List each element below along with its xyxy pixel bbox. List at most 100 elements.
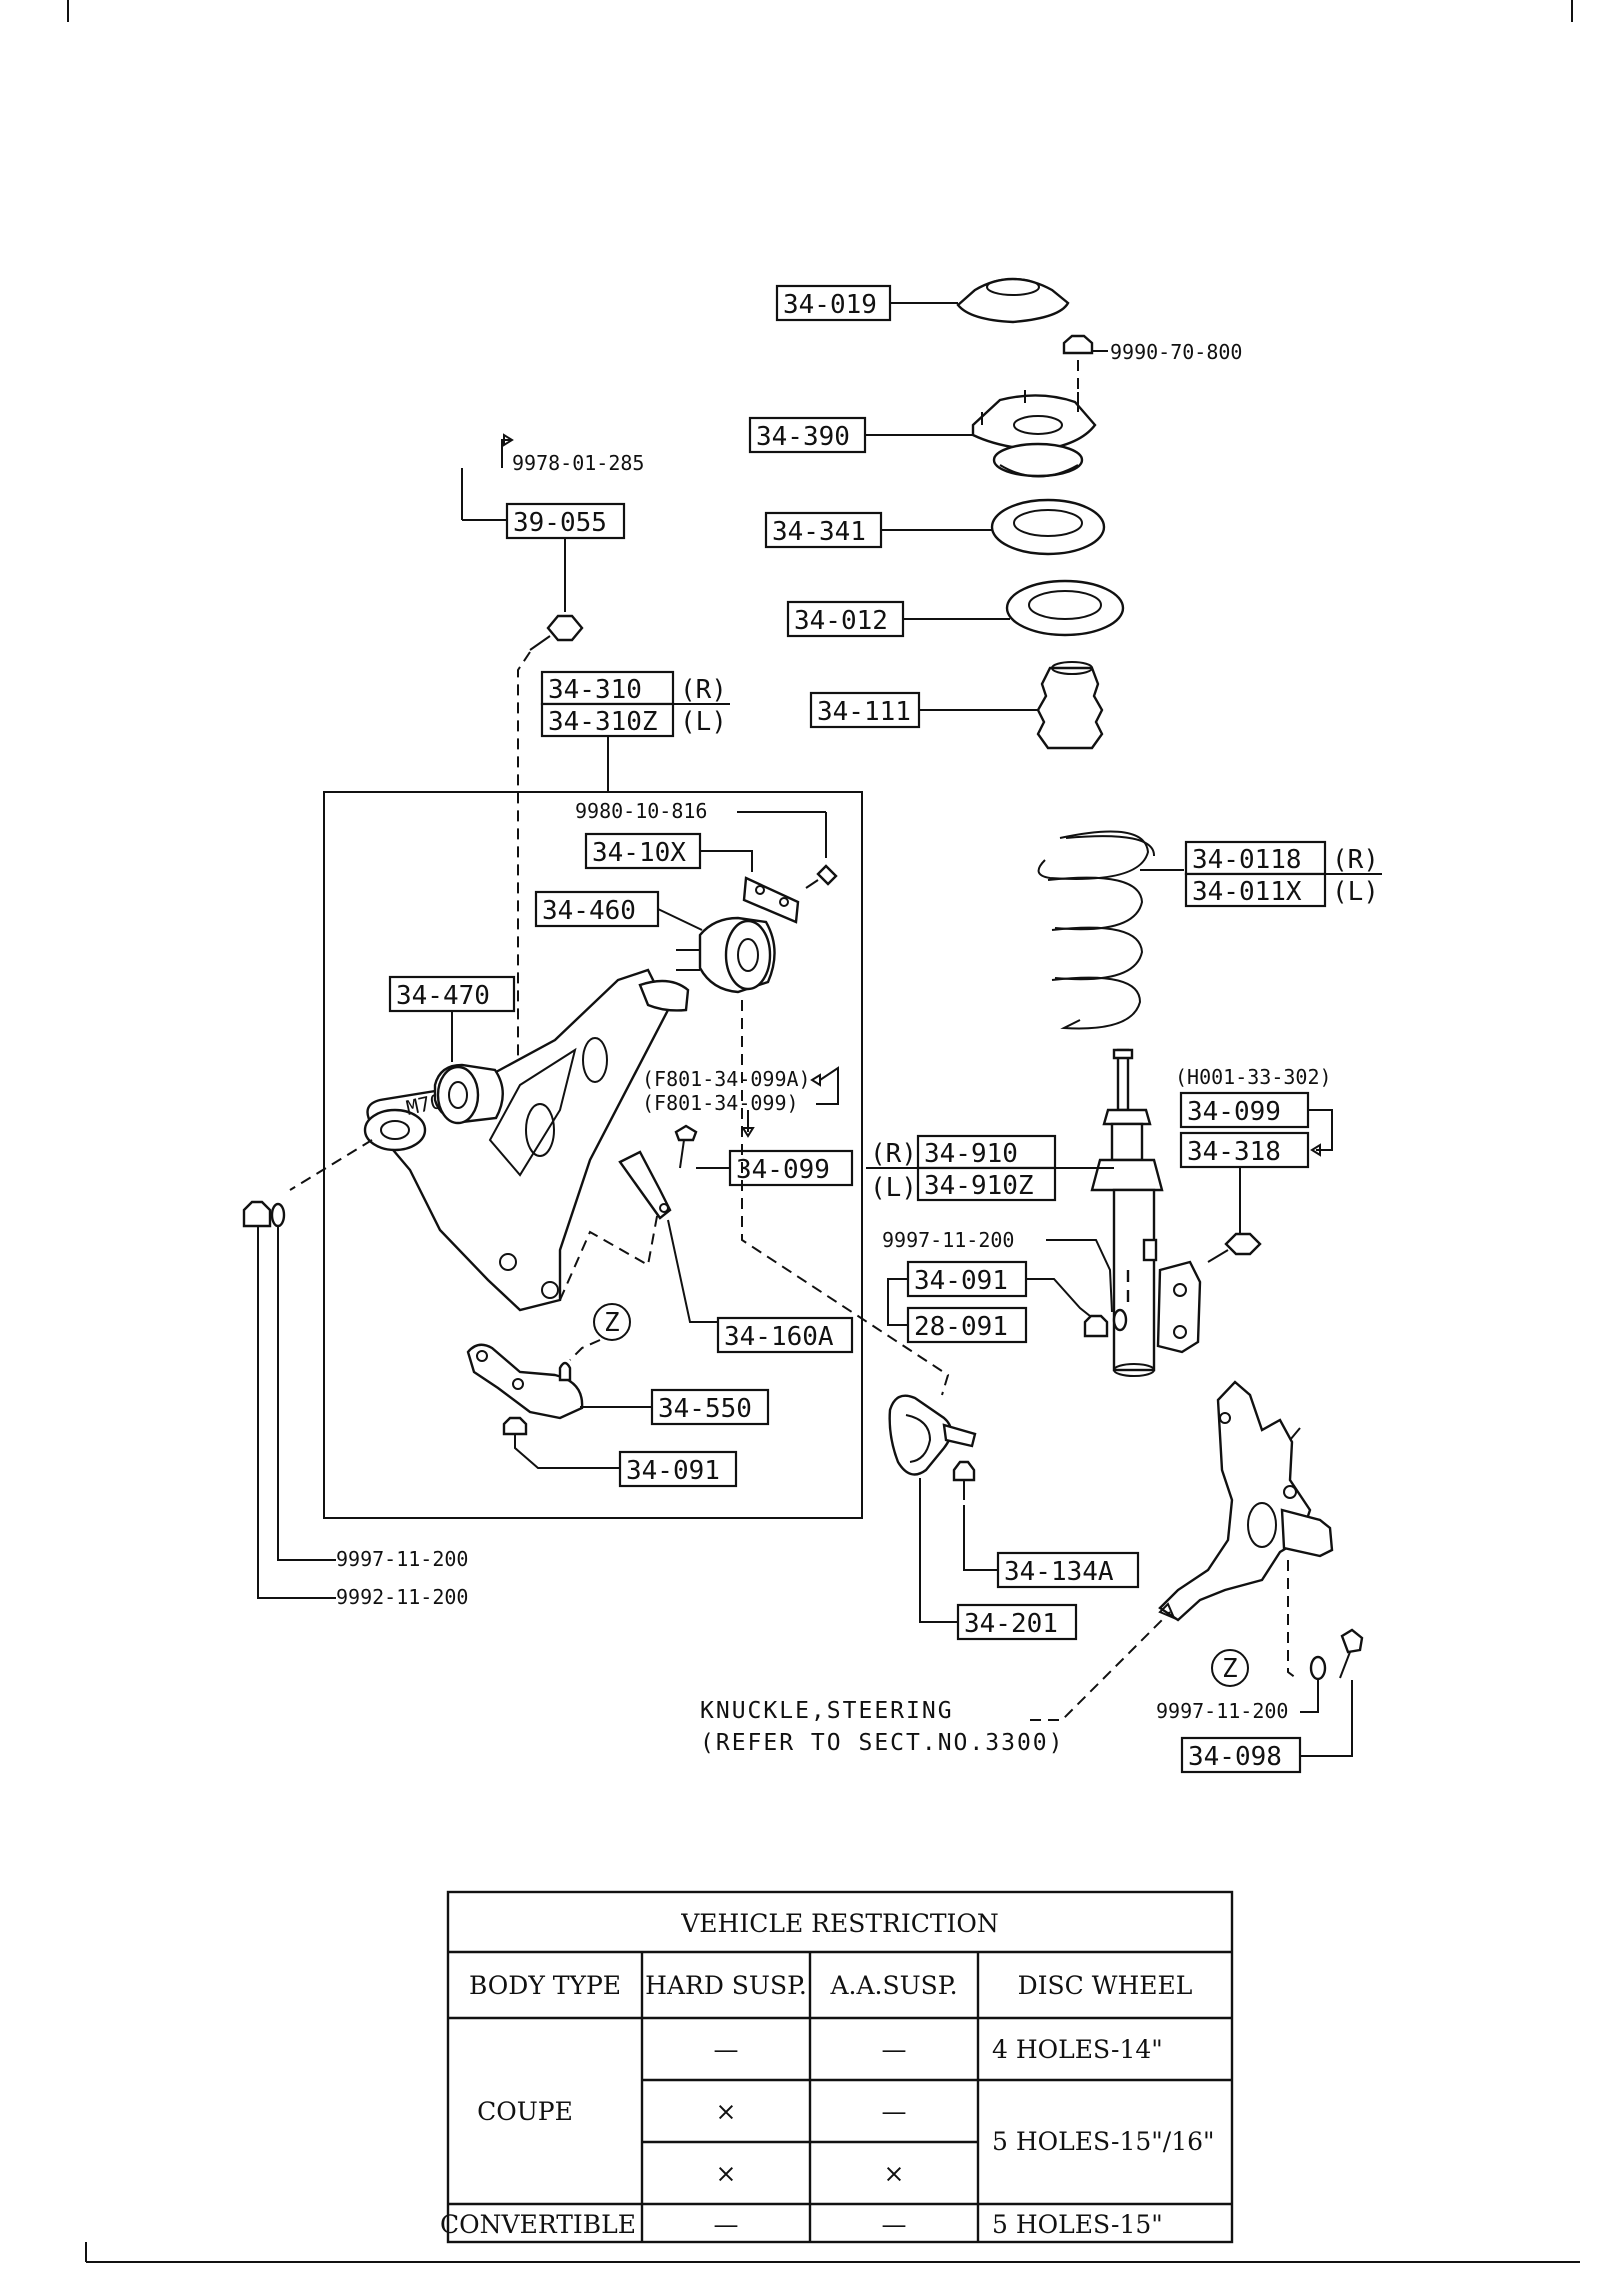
part-number-label: 34-341: [772, 517, 866, 547]
part-number-label: 34-160A: [724, 1322, 834, 1352]
header-aa-susp: A.A.SUSP.: [829, 1971, 957, 2000]
cell-aa-susp: —: [882, 2035, 907, 2064]
part-number-label: 9997-11-200: [1156, 1699, 1288, 1723]
cell-disc-wheel: 5 HOLES-15"/16": [992, 2127, 1215, 2156]
cell-aa-susp: —: [882, 2097, 907, 2126]
part-number-label: 34-460: [542, 896, 636, 926]
callout-letter: Z: [604, 1308, 620, 1338]
part-number-label: 34-10X: [592, 838, 686, 868]
part-number-label: 34-099: [736, 1155, 830, 1185]
callout-z-right: Z: [1211, 1649, 1249, 1687]
strut-mount-34-390: 34-390: [748, 390, 1097, 478]
part-number-label: 34-390: [756, 422, 850, 452]
assembly-path-line: [517, 651, 531, 1060]
part-number-label: 34-470: [396, 981, 490, 1011]
cell-hard-susp: ×: [716, 2097, 737, 2126]
cell-disc-wheel: 4 HOLES-14": [992, 2035, 1163, 2064]
stabilizer-link-34-099: (F801-34-099A) (F801-34-099) 34-099: [618, 1000, 950, 1396]
part-number-label: 34-0118: [1192, 845, 1302, 875]
side-tag: (R): [680, 675, 727, 705]
lower-control-arm: M70: [363, 968, 690, 1312]
part-number-label: 34-019: [783, 290, 877, 320]
part-number-label: 34-091: [914, 1266, 1008, 1296]
part-number-label: 34-099: [1187, 1097, 1281, 1127]
cell-disc-wheel: 5 HOLES-15": [992, 2210, 1163, 2239]
assembly-path-line: [559, 1199, 661, 1301]
cell-hard-susp: —: [714, 2035, 739, 2064]
link-34-160a: 34-160A: [716, 1316, 854, 1354]
part-number-label: 34-310Z: [548, 707, 658, 737]
part-number-label: 34-134A: [1004, 1557, 1114, 1587]
cell-body-type: CONVERTIBLE: [440, 2210, 636, 2239]
part-number-label: 9997-11-200: [882, 1228, 1014, 1252]
part-number-label: 34-310: [548, 675, 642, 705]
stabilizer-bushing-34-201: 34-134A 34-201: [888, 1394, 1140, 1641]
part-number-label: 9980-10-816: [575, 799, 707, 823]
assembly-path-line: [289, 1139, 373, 1191]
callout-letter: Z: [1222, 1654, 1238, 1684]
cell-hard-susp: —: [714, 2210, 739, 2239]
cell-hard-susp: ×: [716, 2159, 737, 2188]
side-tag: (R): [1332, 845, 1379, 875]
part-number-label: 34-098: [1188, 1742, 1282, 1772]
part-number-label: 28-091: [914, 1312, 1008, 1342]
side-tag: (L): [1332, 877, 1379, 907]
header-hard-susp: HARD SUSP.: [645, 1971, 807, 2000]
strut-34-910: [1090, 1048, 1202, 1377]
knuckle-reference-note: KNUCKLE,STEERING (REFER TO SECT.NO.3300): [700, 1602, 1176, 1756]
part-number-label: 34-318: [1187, 1137, 1281, 1167]
lower-arm-34-310: 34-310 34-310Z (R) (L): [540, 670, 730, 792]
part-number-label: 34-091: [626, 1456, 720, 1486]
part-number-label: 9992-11-200: [336, 1585, 468, 1609]
strut-mount-cap-34-019: 34-019: [775, 277, 1070, 324]
part-number-label: (H001-33-302): [1175, 1065, 1332, 1089]
steering-knuckle: [1158, 1380, 1334, 1679]
bolt-9978-01-285: 9978-01-285: [461, 433, 644, 521]
callout-z-lower: Z: [569, 1303, 631, 1361]
bound-stopper-34-111: 34-111: [809, 661, 1104, 750]
nut-and-washer-left: 9997-11-200 9992-11-200: [242, 1200, 468, 1609]
part-number-label: 34-012: [794, 606, 888, 636]
table-title: VEHICLE RESTRICTION: [680, 1909, 999, 1938]
part-number-label: (F801-34-099A): [642, 1067, 811, 1091]
nut-34-091-lower: 34-091: [502, 1416, 738, 1488]
cell-body-type: COUPE: [477, 2097, 573, 2126]
bolt-34-098: 9997-11-200 34-098: [1156, 1628, 1364, 1774]
header-body-type: BODY TYPE: [469, 1971, 621, 2000]
note-line-2: (REFER TO SECT.NO.3300): [700, 1730, 1065, 1756]
part-number-label: 39-055: [513, 508, 607, 538]
strut-label-34-910: (R) (L) 34-910 34-910Z: [866, 1134, 1114, 1203]
nut-9990-70-800: 9990-70-800: [1062, 334, 1242, 398]
bolt-39-055: 39-055: [505, 502, 626, 651]
ball-joint-34-550: 34-550: [466, 1343, 770, 1426]
bushing-34-470: 34-470: [388, 975, 516, 1125]
bushing-34-460: 34-460: [534, 890, 776, 994]
side-tag: (L): [680, 707, 727, 737]
part-number-label: 9978-01-285: [512, 451, 644, 475]
part-number-label: 34-011X: [1192, 877, 1302, 907]
side-tag: (R): [870, 1139, 917, 1169]
bracket-34-10x: 34-10X: [584, 832, 800, 924]
bracket-34-318: (H001-33-302) 34-099 34-318: [1175, 1065, 1333, 1263]
part-number-label: 34-550: [658, 1394, 752, 1424]
header-disc-wheel: DISC WHEEL: [1018, 1971, 1193, 2000]
lower-arm-group-frame: [323, 791, 863, 1519]
coil-spring-34-0118: 34-0118 34-011X (R) (L): [1037, 830, 1382, 1030]
nut-34-091-upper: 9997-11-200 34-091 28-091: [882, 1228, 1128, 1344]
vehicle-restriction-table: VEHICLE RESTRICTION BODY TYPE HARD SUSP.…: [440, 1890, 1234, 2244]
bolt-9980-10-816: 9980-10-816: [575, 799, 838, 889]
part-number-label: 34-910: [924, 1139, 1018, 1169]
part-number-label: 9990-70-800: [1110, 340, 1242, 364]
cell-aa-susp: —: [882, 2210, 907, 2239]
part-number-label: (F801-34-099): [642, 1091, 799, 1115]
part-number-label: 34-201: [964, 1609, 1058, 1639]
note-line-1: KNUCKLE,STEERING: [700, 1698, 954, 1724]
side-tag: (L): [870, 1173, 917, 1203]
cell-aa-susp: ×: [884, 2159, 905, 2188]
part-number-label: 34-111: [817, 697, 911, 727]
part-number-label: 34-910Z: [924, 1171, 1034, 1201]
part-number-label: 9997-11-200: [336, 1547, 468, 1571]
spring-seat-34-341: 34-341: [764, 498, 1106, 556]
insulator-34-012: 34-012: [786, 579, 1125, 638]
